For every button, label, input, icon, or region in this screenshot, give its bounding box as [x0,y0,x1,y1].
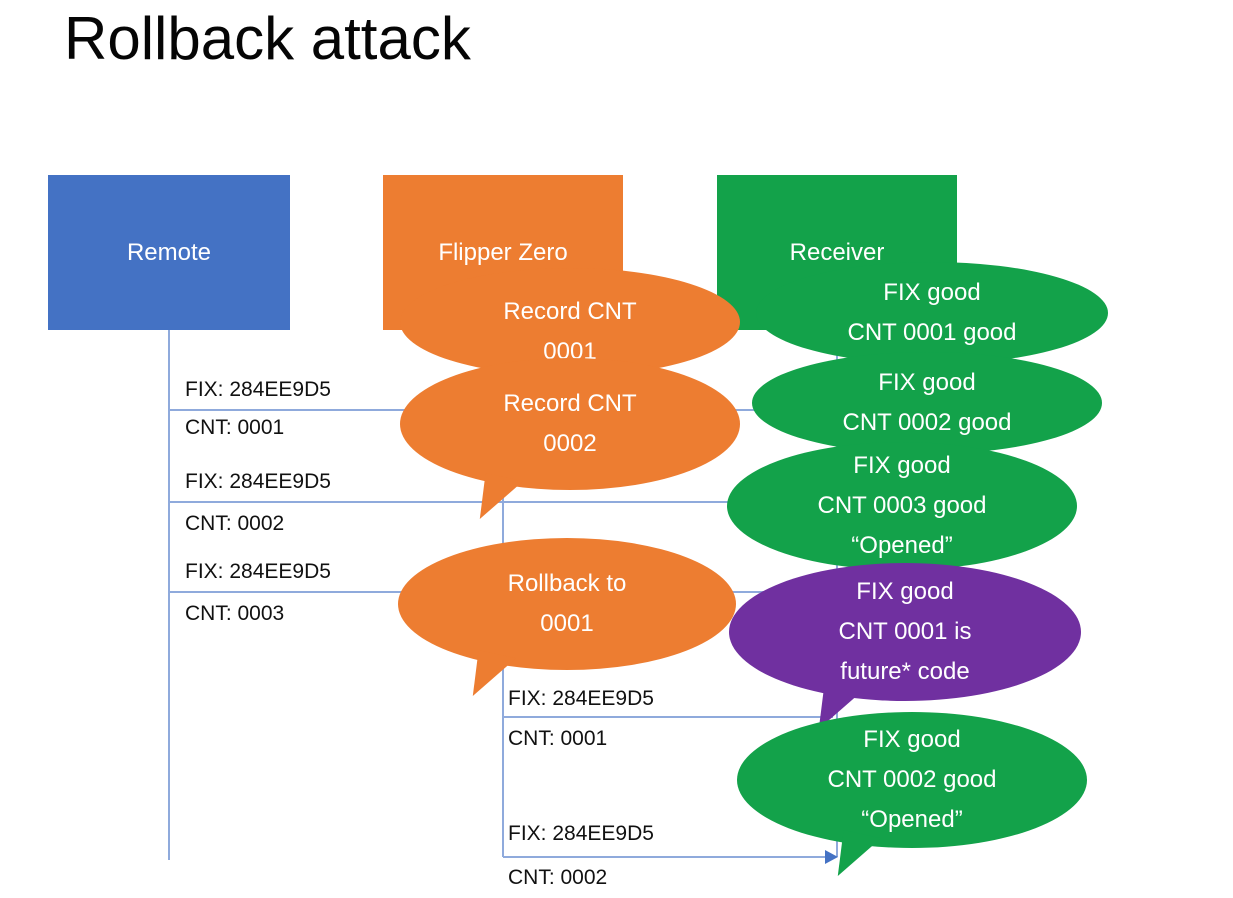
message-1-cnt-label: CNT: 0001 [185,416,285,439]
message-2-fix-label: FIX: 284EE9D5 [185,470,331,493]
callout-fix-good-cnt-0002-good: FIX good CNT 0002 good [752,352,1102,454]
message-5-cnt-label: CNT: 0002 [508,866,608,889]
message-2-cnt-label: CNT: 0002 [185,512,285,535]
callout-text: Rollback to 0001 [507,570,627,637]
callout-text: Record CNT 0002 [503,390,637,457]
message-3-cnt-label: CNT: 0003 [185,602,285,625]
message-line-4 [503,716,833,718]
callout-fix-good-cnt-0002-opened: FIX good CNT 0002 good “Opened” [737,712,1087,876]
actor-box-remote: Remote [48,175,290,330]
actor-flipper-label: Flipper Zero [438,238,568,266]
message-line-5 [503,856,827,858]
callout-text: FIX good CNT 0001 is future* code [838,578,972,685]
message-3-fix-label: FIX: 284EE9D5 [185,560,331,583]
actor-receiver-label: Receiver [789,238,885,266]
callout-record-cnt-0002: Record CNT 0002 [400,358,740,519]
callout-fix-good-cnt-0001-good: FIX good CNT 0001 good [756,262,1108,364]
callout-text: FIX good CNT 0003 good “Opened” [817,452,987,559]
message-5-fix-label: FIX: 284EE9D5 [508,822,654,845]
message-4-fix-label: FIX: 284EE9D5 [508,687,654,710]
actor-remote-label: Remote [126,238,212,266]
callout-cnt-0001-future-code: FIX good CNT 0001 is future* code [729,563,1081,729]
callout-text: FIX good CNT 0001 good [847,279,1017,346]
callout-fix-good-cnt-0003-opened: FIX good CNT 0003 good “Opened” [727,442,1077,570]
message-4-cnt-label: CNT: 0001 [508,727,608,750]
page-title: Rollback attack [64,5,471,72]
callout-text: FIX good CNT 0002 good [842,369,1012,436]
message-1-fix-label: FIX: 284EE9D5 [185,378,331,401]
callout-rollback-to-0001: Rollback to 0001 [398,538,736,696]
lifeline-remote [168,330,170,860]
callout-text: FIX good CNT 0002 good “Opened” [827,726,997,833]
message-line-2 [169,501,837,503]
